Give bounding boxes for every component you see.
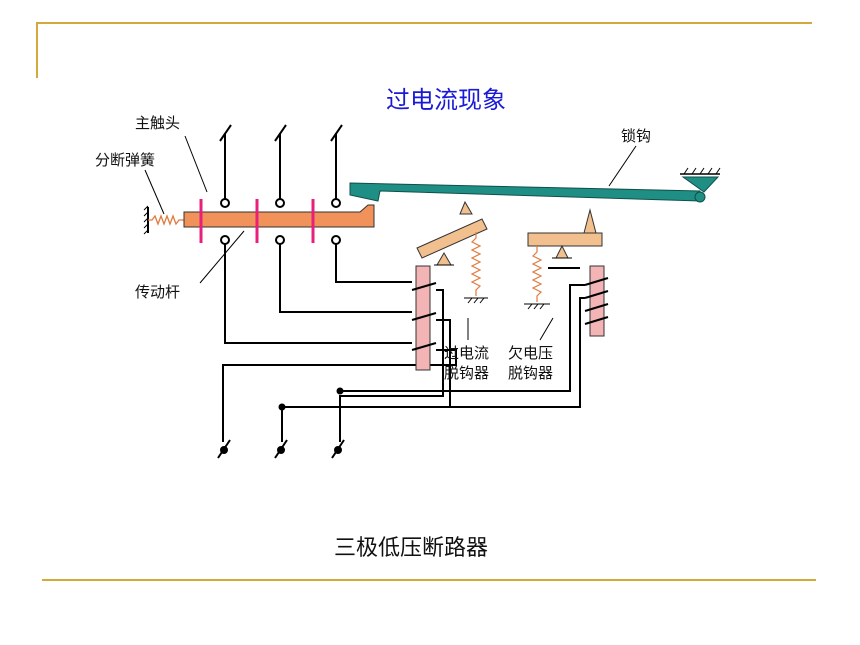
leader-lines (144, 135, 637, 341)
upper-contacts (219, 124, 343, 208)
label-break-spring: 分断弹簧 (95, 151, 156, 169)
undervoltage-release-coil (584, 265, 609, 337)
slide-title: 过电流现象 (386, 86, 506, 114)
overcurrent-lever (416, 200, 488, 304)
label-transmission-rod: 传动杆 (135, 283, 181, 301)
bottom-terminals (217, 387, 345, 459)
bottom-rule (42, 579, 816, 581)
latch-hook (349, 167, 721, 203)
label-overcurrent-release-2: 脱钩器 (444, 364, 490, 382)
label-latch-hook: 锁钩 (621, 127, 652, 145)
label-undervoltage-release-1: 欠电压 (508, 344, 554, 362)
undervoltage-lever (524, 208, 603, 310)
break-spring (143, 205, 184, 235)
wiring (220, 235, 585, 442)
transmission-rod (183, 199, 375, 243)
top-rule (36, 22, 812, 24)
figure-caption: 三极低压断路器 (334, 536, 489, 561)
overcurrent-release-coil (411, 265, 437, 371)
label-undervoltage-release-2: 脱钩器 (508, 364, 554, 382)
label-main-contact: 主触头 (135, 114, 181, 132)
label-overcurrent-release-1: 过电流 (444, 344, 490, 362)
left-rule (36, 22, 38, 78)
